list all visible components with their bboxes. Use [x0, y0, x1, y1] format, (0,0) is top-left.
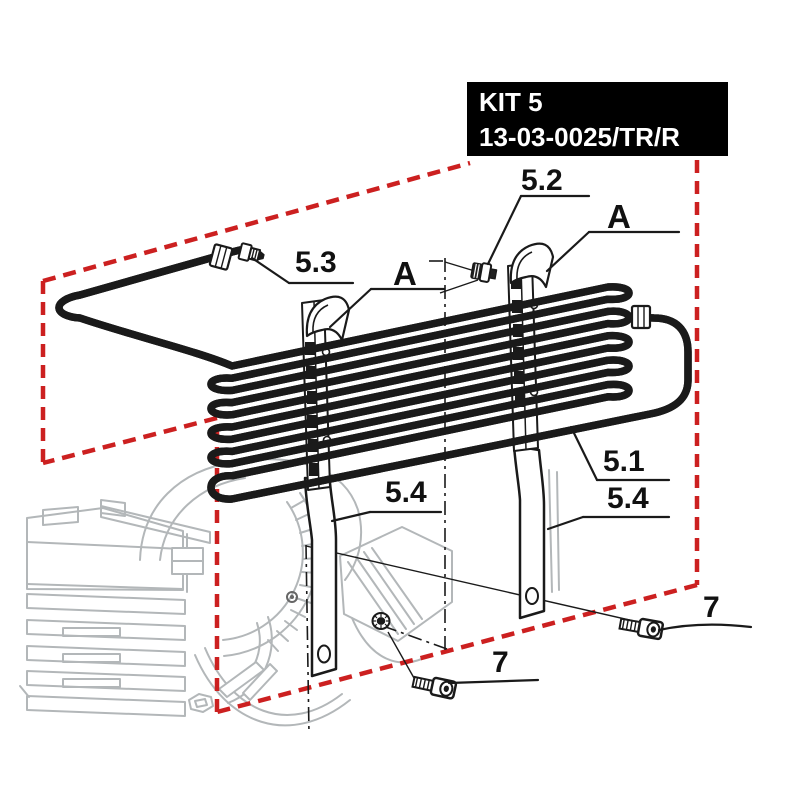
fitting-5-2 — [470, 262, 498, 283]
crankcase-screw-hole — [371, 612, 391, 630]
bracket-foot-hole-left — [317, 644, 331, 664]
bracket-foot-hole-right — [525, 587, 539, 605]
fitting-5-3 — [237, 242, 265, 262]
cooling-coil-tube — [59, 246, 692, 499]
thin-alignment-leaders — [235, 250, 661, 679]
screw-7-left — [410, 672, 458, 701]
callout-5-2: 5.2 — [521, 164, 563, 197]
screw-7-right — [617, 614, 665, 641]
inlet-nut — [208, 243, 234, 271]
callout-5-3: 5.3 — [295, 246, 337, 279]
callout-leaders — [250, 194, 753, 685]
kit-part-number: 13-03-0025/TR/R — [479, 122, 680, 152]
kit-title: KIT 5 — [479, 87, 543, 117]
callout-a-left: A — [393, 255, 417, 292]
callout-7-right: 7 — [703, 591, 720, 624]
callout-5-4-left: 5.4 — [385, 476, 427, 509]
clamp-a-left — [305, 295, 351, 342]
kit-boundary-dashed-outline — [40, 160, 700, 715]
kit-title-box: KIT 5 13-03-0025/TR/R — [467, 82, 728, 156]
callout-5-4-right: 5.4 — [607, 482, 649, 515]
tube-clamps — [305, 242, 555, 342]
bracket-leg-left — [303, 476, 338, 678]
compressor-background — [19, 458, 560, 727]
bracket-leg-right — [512, 444, 546, 620]
callout-5-1: 5.1 — [603, 445, 645, 478]
outlet-nut — [630, 304, 652, 330]
callout-7-left: 7 — [492, 646, 509, 679]
clamp-a-right — [509, 242, 555, 289]
callout-a-right: A — [607, 198, 631, 235]
